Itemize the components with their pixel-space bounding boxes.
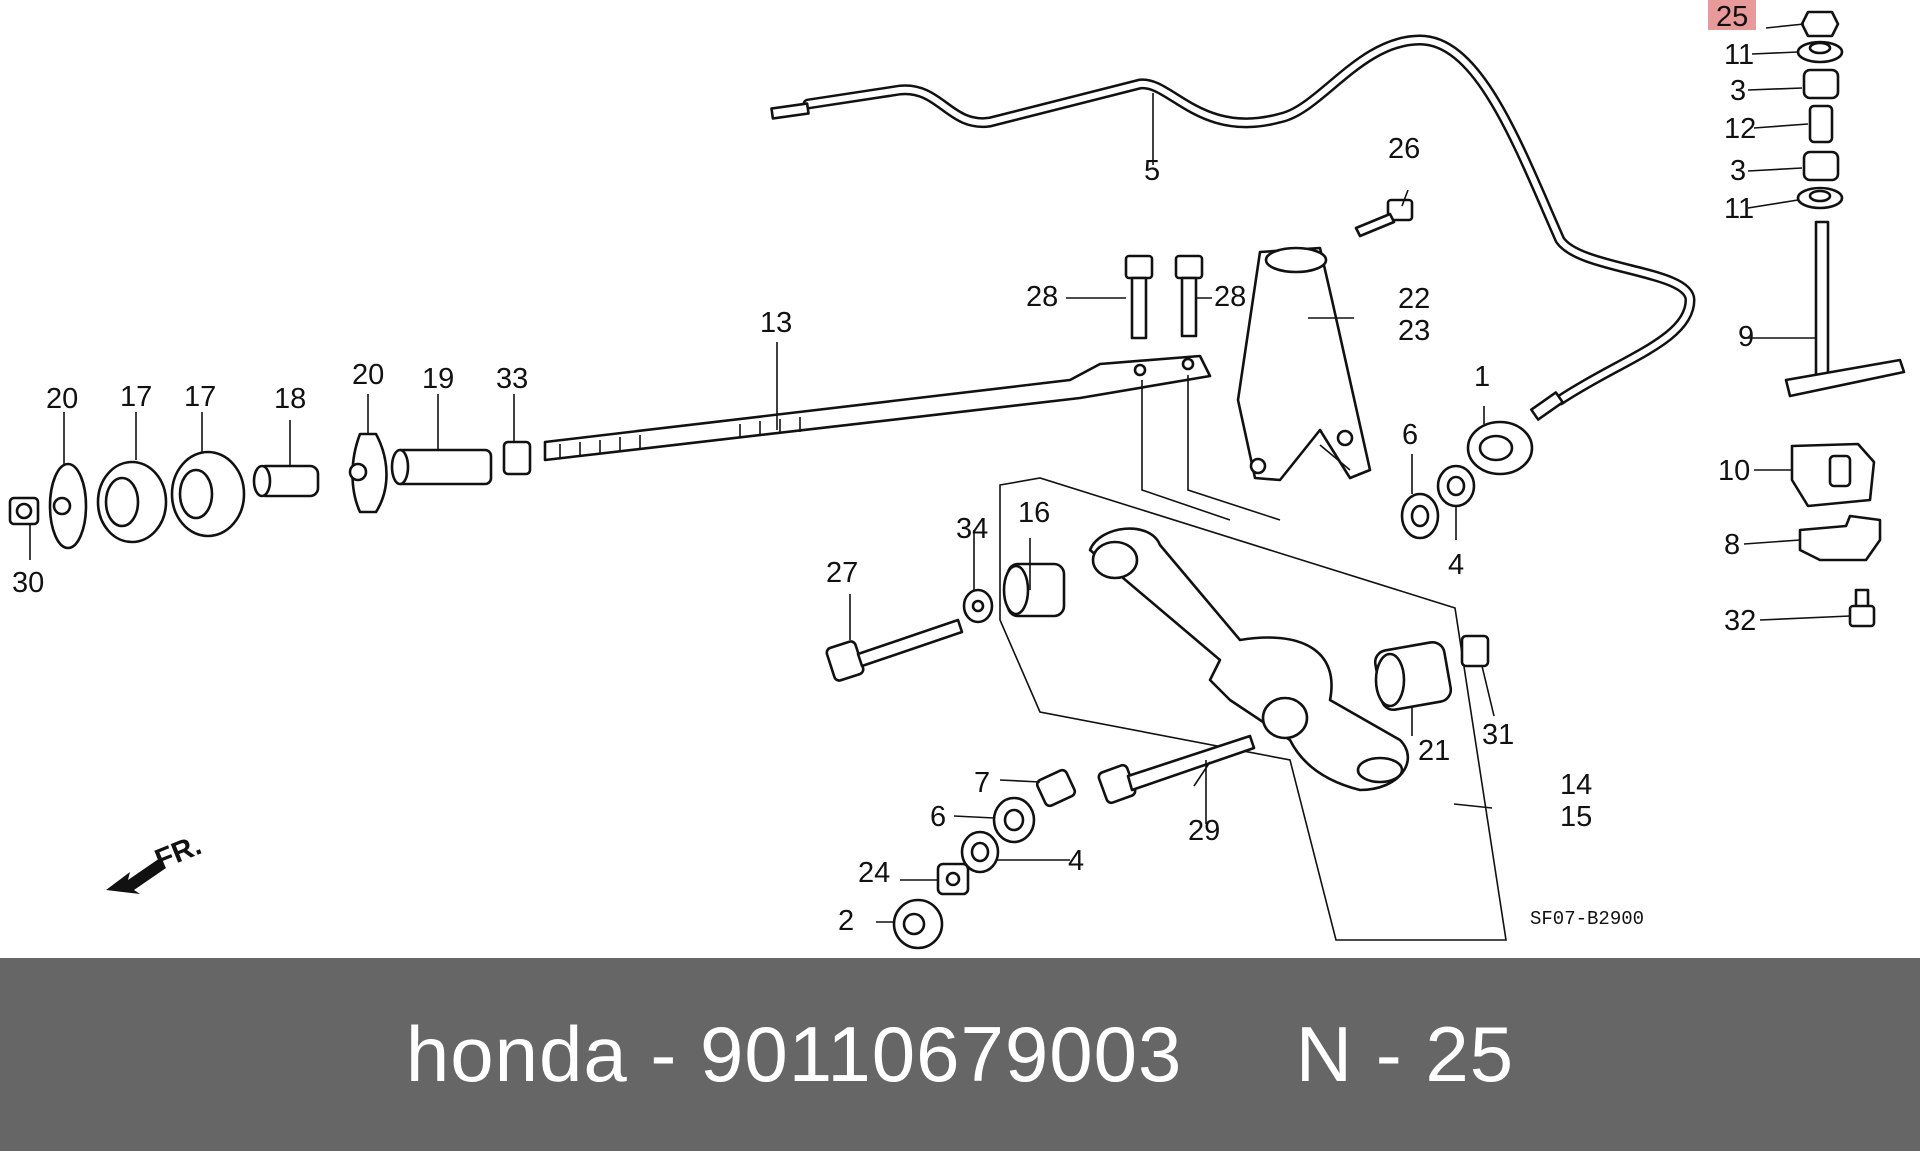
- bushing-1: [1466, 420, 1534, 476]
- callout-20-left: 20: [46, 383, 78, 415]
- callout-30: 30: [12, 567, 44, 599]
- bolt-26: [1354, 198, 1414, 238]
- bracket-8: [1798, 514, 1882, 562]
- callout-17-b: 17: [184, 381, 216, 413]
- bushing-16: [1002, 562, 1066, 618]
- callout-numbers: 25 11 3 12 3 11 9 10 8 32 5 26 28 28 22 …: [12, 0, 1756, 937]
- bolt-32: [1848, 588, 1876, 628]
- callout-18: 18: [274, 383, 306, 415]
- collar-18: [252, 464, 320, 498]
- callout-3-top: 3: [1730, 75, 1746, 107]
- lower-arm: [1088, 527, 1410, 792]
- washer-20-right: [348, 432, 388, 514]
- leader-lines: [29, 23, 1851, 923]
- collar-12: [1808, 104, 1834, 144]
- washer-4-upper: [1436, 464, 1476, 508]
- holder-10: [1790, 442, 1876, 508]
- callout-10: 10: [1718, 455, 1750, 487]
- bushing-21: [1373, 640, 1453, 712]
- part-number-text: honda - 90110679003 N - 25: [405, 1010, 1515, 1098]
- callout-15: 15: [1560, 801, 1592, 833]
- assembly-outline: [999, 375, 1507, 941]
- collar-19: [390, 448, 493, 486]
- nut-33: [502, 440, 532, 476]
- bolt-29: [1097, 734, 1256, 805]
- callout-34: 34: [956, 513, 988, 545]
- bushing-17-b: [170, 450, 246, 538]
- washer-11-bottom: [1796, 186, 1844, 210]
- stabilizer-bar: [770, 34, 1696, 421]
- callout-2: 2: [838, 905, 854, 937]
- callout-3-bottom: 3: [1730, 155, 1746, 187]
- callout-11-top: 11: [1724, 39, 1754, 71]
- callout-20-right: 20: [352, 359, 384, 391]
- callout-6-lower: 6: [930, 801, 946, 833]
- callout-26: 26: [1388, 133, 1420, 165]
- callout-highlight: [1708, 0, 1756, 30]
- washer-20-left: [48, 462, 88, 550]
- callout-29: 29: [1188, 815, 1220, 847]
- callout-4-upper: 4: [1448, 549, 1464, 581]
- figure-code: SF07-B2900: [1530, 908, 1644, 930]
- bushing-17-a: [96, 460, 168, 544]
- washer-4-lower: [960, 830, 1000, 874]
- suspension-parts-diagram: FR. 25 11 3 12 3 11 9 10 8 32 5 26 28 28…: [8, 0, 1906, 950]
- part-number-footer: honda - 90110679003 N - 25: [0, 958, 1920, 1151]
- knuckle-bracket: [1236, 246, 1372, 482]
- callout-25: 25: [1716, 1, 1748, 33]
- callout-5: 5: [1144, 155, 1160, 187]
- callout-16: 16: [1018, 497, 1050, 529]
- callout-6-upper: 6: [1402, 419, 1418, 451]
- callout-31: 31: [1482, 719, 1514, 751]
- washer-34: [962, 588, 994, 624]
- callout-11-bottom: 11: [1724, 193, 1754, 225]
- nut-24: [936, 862, 970, 896]
- callout-9: 9: [1738, 321, 1754, 353]
- collar-7: [1035, 768, 1077, 808]
- front-direction-arrow: FR.: [106, 829, 206, 894]
- callout-17-a: 17: [120, 381, 152, 413]
- washer-11-top: [1796, 40, 1844, 64]
- callout-7: 7: [974, 767, 990, 799]
- nut-30: [8, 496, 40, 526]
- nut-31: [1460, 634, 1490, 668]
- bolt-28-left: [1124, 254, 1154, 340]
- direction-marker: FR.: [151, 829, 206, 876]
- callout-21: 21: [1418, 735, 1450, 767]
- callout-22: 22: [1398, 283, 1430, 315]
- callout-12: 12: [1724, 113, 1756, 145]
- callout-19: 19: [422, 363, 454, 395]
- callout-4-lower: 4: [1068, 845, 1084, 877]
- callout-27: 27: [826, 557, 858, 589]
- bolt-27: [825, 618, 964, 682]
- bolt-9: [1784, 220, 1906, 398]
- bushing-2: [892, 898, 944, 950]
- callout-28-right: 28: [1214, 281, 1246, 313]
- bolt-28-right: [1174, 254, 1204, 338]
- callout-23: 23: [1398, 315, 1430, 347]
- bushing-6-lower: [992, 796, 1036, 844]
- radius-rod: [543, 354, 1212, 462]
- callout-24: 24: [858, 857, 890, 889]
- callout-8: 8: [1724, 529, 1740, 561]
- callout-14: 14: [1560, 769, 1592, 801]
- bushing-3-top: [1802, 68, 1840, 100]
- bushing-3-bottom: [1802, 150, 1840, 182]
- bushing-6-upper: [1400, 492, 1440, 540]
- callout-33: 33: [496, 363, 528, 395]
- nut-25: [1800, 10, 1840, 38]
- callout-13: 13: [760, 307, 792, 339]
- callout-1: 1: [1474, 361, 1490, 393]
- callout-28-left: 28: [1026, 281, 1058, 313]
- callout-32: 32: [1724, 605, 1756, 637]
